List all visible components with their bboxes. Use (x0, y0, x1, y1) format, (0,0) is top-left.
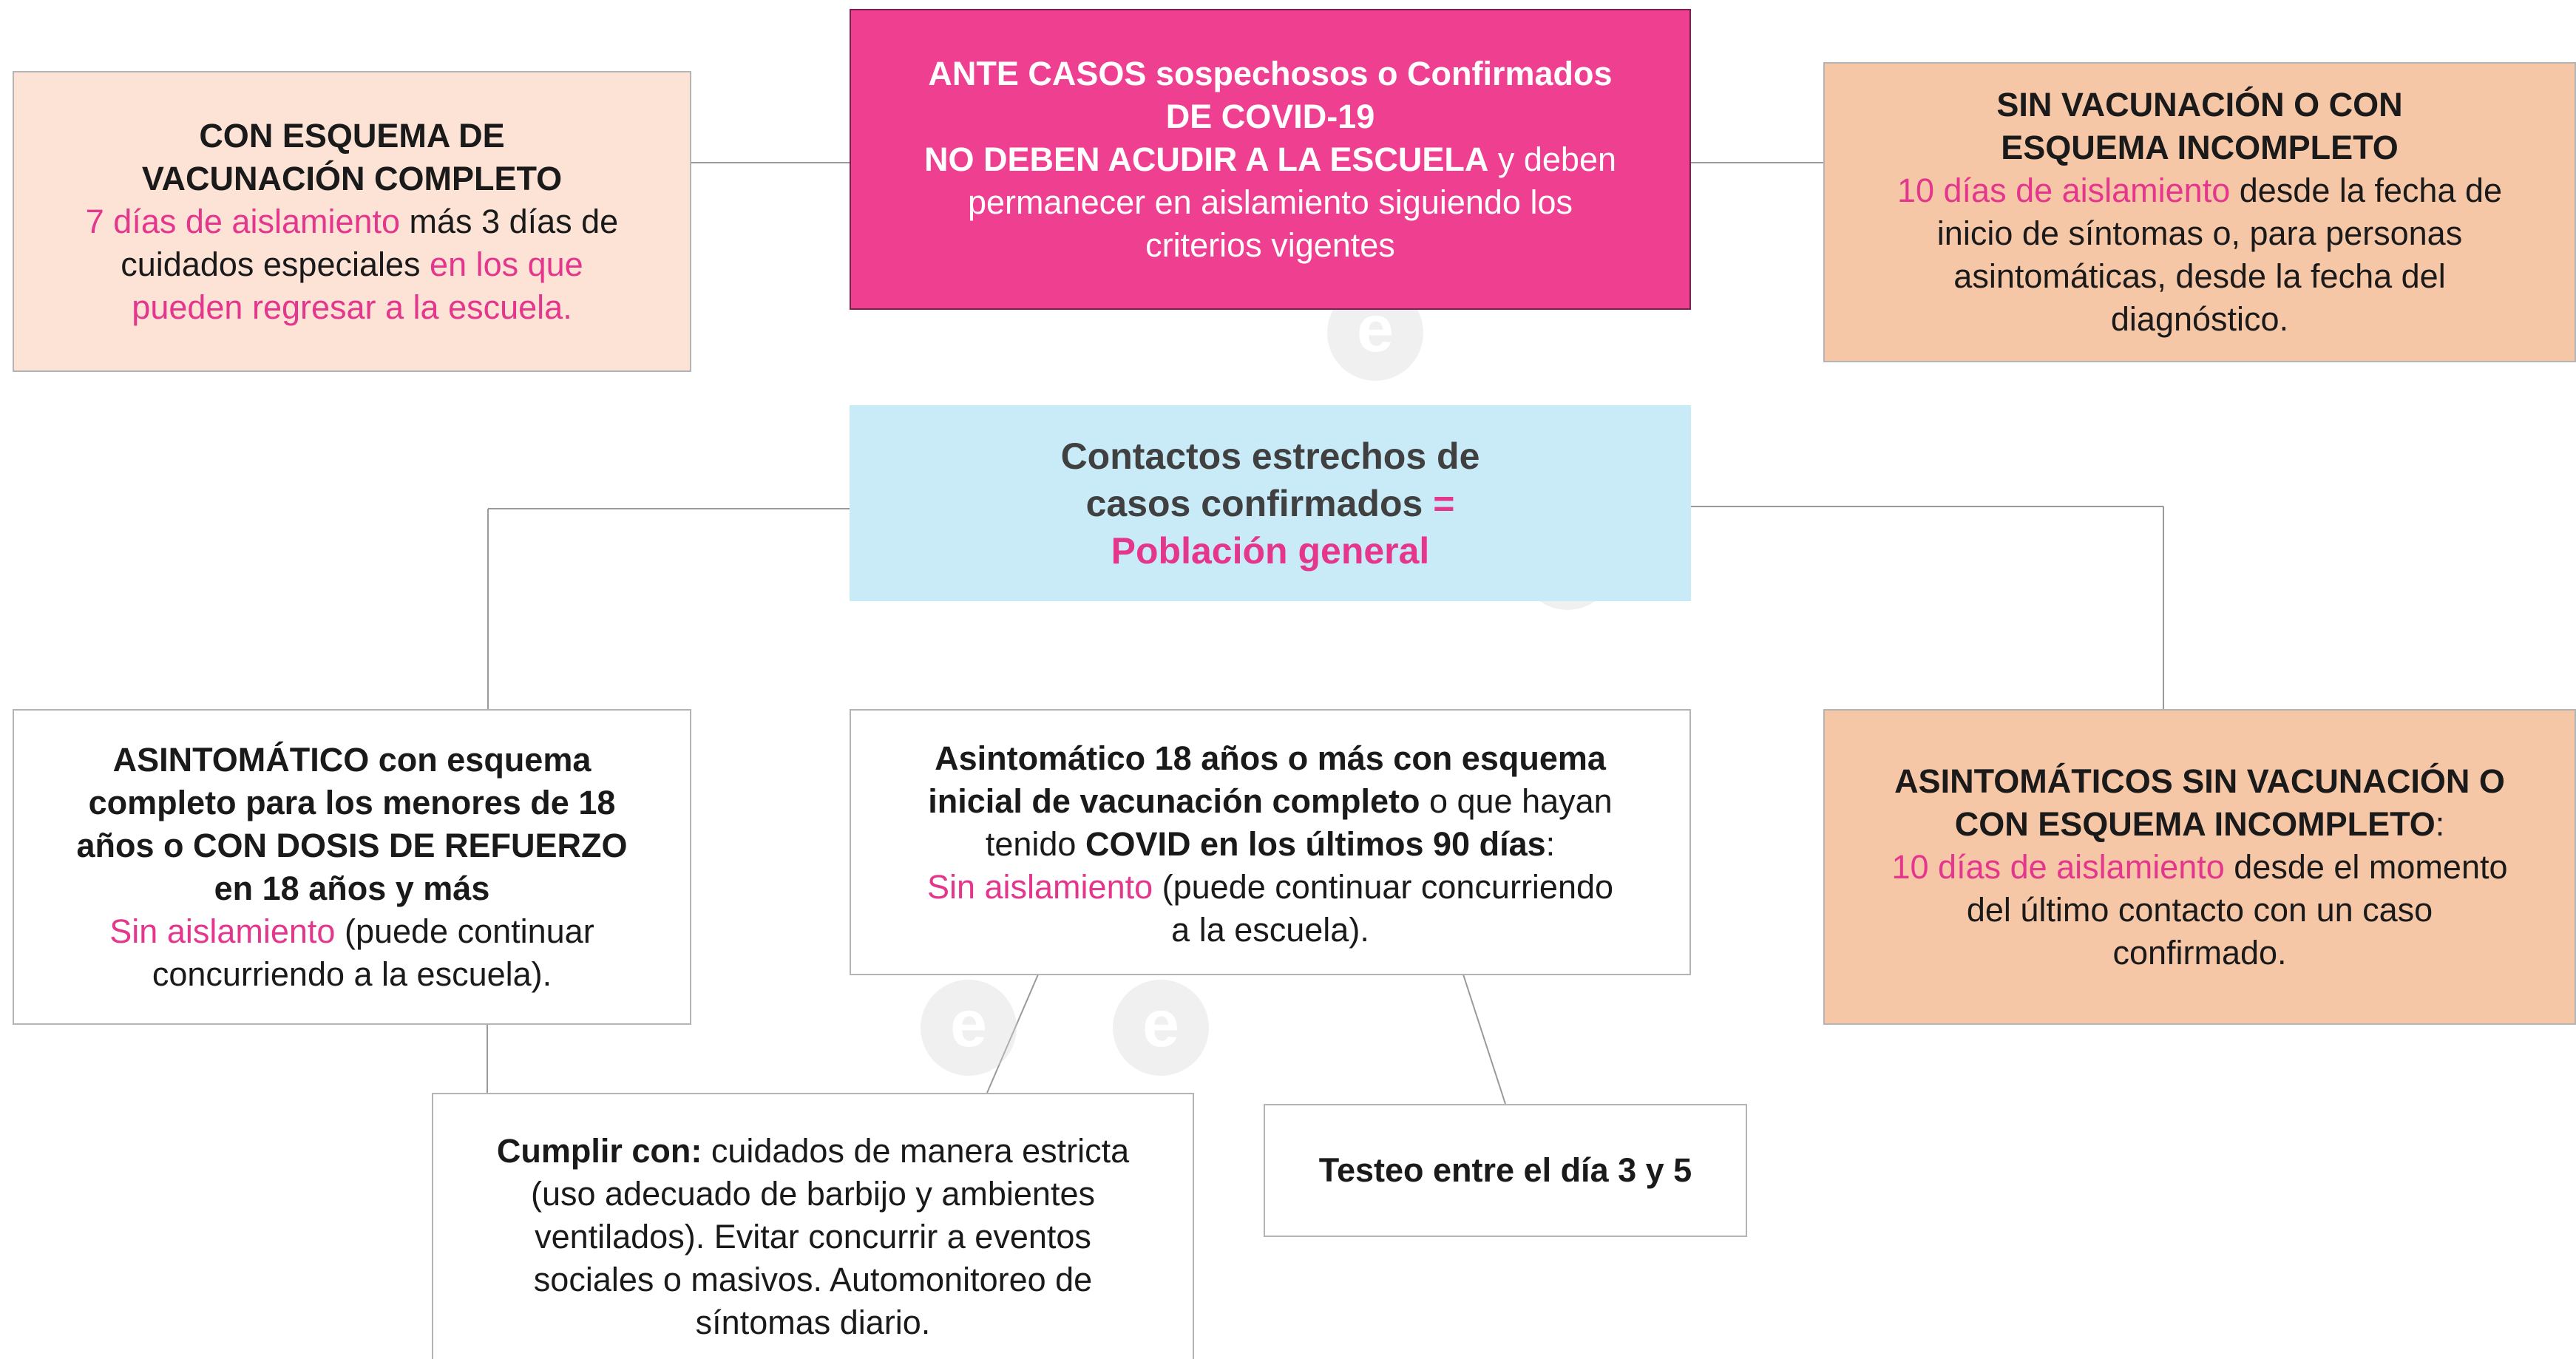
watermark-logo: e (921, 980, 1017, 1076)
suspected-cases-line-1: ANTE CASOS sospechosos o Confirmados (928, 54, 1613, 92)
general-population-label: Población general (1111, 529, 1430, 572)
asymptomatic-initial-scheme-box: Asintomático 18 años o más con esquema i… (850, 709, 1691, 975)
connector-midcenter-left (986, 974, 1039, 1094)
fully-vaccinated-title-2: VACUNACIÓN COMPLETO (141, 159, 563, 197)
no-isolation-label: Sin aislamiento (109, 912, 336, 950)
testing-box: Testeo entre el día 3 y 5 (1264, 1104, 1747, 1237)
svg-text:e: e (1142, 987, 1179, 1061)
svg-text:e: e (950, 987, 987, 1061)
fully-vaccinated-title-1: CON ESQUEMA DE (199, 116, 505, 155)
close-contacts-box: Contactos estrechos de casos confirmados… (850, 405, 1691, 601)
asymptomatic-booster-box: ASINTOMÁTICO con esquema completo para l… (13, 709, 691, 1025)
strict-care-box: Cumplir con: cuidados de manera estricta… (432, 1093, 1194, 1359)
fully-vaccinated-box: CON ESQUEMA DE VACUNACIÓN COMPLETO 7 día… (13, 71, 691, 372)
no-isolation-label: Sin aislamiento (926, 868, 1153, 906)
isolation-days-10: 10 días de aislamiento (1897, 172, 2231, 209)
asymptomatic-unvaccinated-box: ASINTOMÁTICOS SIN VACUNACIÓN O CON ESQUE… (1823, 709, 2576, 1025)
isolation-days-7: 7 días de aislamiento (85, 202, 401, 240)
unvaccinated-box: SIN VACUNACIÓN O CON ESQUEMA INCOMPLETO … (1823, 62, 2576, 362)
watermark-logo: e (1113, 980, 1209, 1076)
isolation-days-10: 10 días de aislamiento (1891, 847, 2225, 886)
connector-midcenter-right (1462, 974, 1506, 1105)
suspected-cases-box: ANTE CASOS sospechosos o Confirmados DE … (850, 9, 1691, 310)
